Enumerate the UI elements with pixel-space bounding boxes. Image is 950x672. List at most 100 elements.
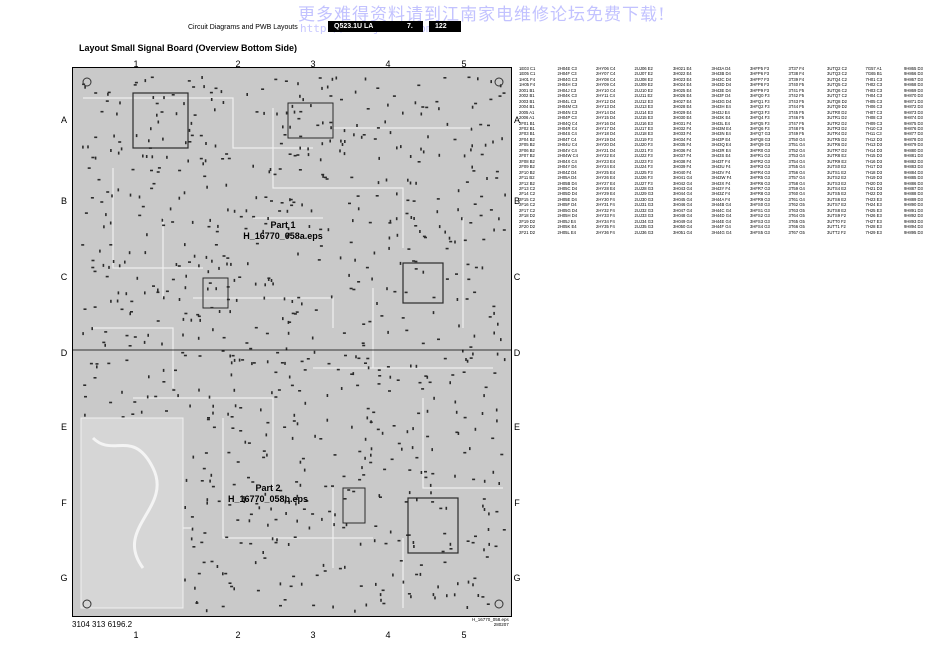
table-entry: 7H08 C3	[865, 115, 883, 121]
table-entry: 3H43T F4	[711, 158, 731, 164]
table-entry: 9H877 D3	[904, 131, 923, 137]
table-entry: 2HY21 D4	[596, 147, 616, 153]
row-label-left-f: F	[61, 498, 67, 508]
table-entry: 2HY18 D4	[596, 131, 616, 137]
header-model-box: Q523.1U LA	[328, 21, 410, 32]
table-entry: 2UJ17 E3	[634, 125, 653, 131]
table-entry: 3H040 F4	[673, 169, 692, 175]
table-entry: 1E05 C1	[519, 71, 536, 77]
row-label-left-c: C	[60, 272, 68, 282]
table-entry: 2HY33 F4	[596, 213, 615, 219]
table-entry: 3UTQ2 C2	[827, 66, 848, 71]
table-entry: 3T45 F5	[788, 109, 805, 115]
table-entry: 2HY10 C4	[596, 87, 616, 93]
table-entry: 2UJ15 E3	[634, 115, 653, 121]
table-entry: 2HY27 E4	[596, 180, 616, 186]
table-entry: 2UJ11 E2	[634, 93, 653, 99]
table-entry: 2H04N C3	[557, 109, 578, 115]
header-chapter-box: 7.	[401, 21, 423, 32]
table-entry: 9H873 D3	[904, 109, 923, 115]
table-entry: 2HY23 E4	[596, 158, 616, 164]
table-entry: 7H05 C3	[865, 98, 883, 104]
table-entry: 2HY26 E4	[596, 175, 616, 181]
table-entry: 2UJ07 E2	[634, 71, 653, 77]
table-entry: 2UJ24 F3	[634, 164, 653, 170]
table-entry: 3HFR2 G3	[750, 158, 771, 164]
row-label-left-a: A	[60, 115, 67, 125]
ic-7ha0	[402, 262, 444, 304]
table-entry: 2H04T C4	[557, 136, 577, 142]
table-entry: 3T43 F5	[788, 98, 805, 104]
table-entry: 2F11 B2	[519, 175, 535, 181]
table-entry: 3T67 G5	[788, 229, 805, 235]
table-entry: 3HFQ0 F3	[750, 93, 770, 99]
table-entry: 3T41 F5	[788, 87, 805, 93]
table-entry: 3H046 G4	[673, 202, 693, 208]
table-entry: 2H05H D4	[557, 213, 578, 219]
table-entry: 2F06 B2	[519, 147, 535, 153]
table-entry: 3H026 E4	[673, 93, 692, 99]
table-entry: 3H43M E4	[711, 125, 732, 131]
table-entry: 3HFR4 G3	[750, 169, 771, 175]
table-entry: 9H874 D3	[904, 115, 923, 121]
table-entry: 2HY25 E4	[596, 169, 616, 175]
col-label-bottom-4: 4	[385, 630, 391, 640]
table-entry: 2F04 B2	[519, 136, 535, 142]
table-entry: 3H044 G4	[673, 191, 693, 197]
table-entry: 3H045 G4	[673, 196, 693, 202]
table-entry: 2HY08 C4	[596, 76, 616, 82]
table-entry: 3T65 G5	[788, 218, 805, 224]
table-entry: 3H043 G4	[673, 185, 693, 191]
col-label-bottom-2: 2	[235, 630, 241, 640]
table-entry: 9H887 D3	[904, 185, 923, 191]
file-reference: H_16770_058.eps 280207	[472, 617, 509, 627]
table-entry: 3T57 G4	[788, 175, 805, 181]
table-entry: 3T38 F4	[788, 71, 805, 77]
table-entry: 2H04R C4	[557, 125, 578, 131]
table-entry: 9H866 D3	[904, 71, 923, 77]
table-entry: 2H05J E4	[557, 218, 576, 224]
part-1-ref: H_16770_058a.eps	[243, 231, 323, 241]
table-entry: 3UTQ4 C2	[827, 76, 848, 82]
ic-7g03	[132, 92, 189, 149]
table-entry: 3UTQ5 C2	[827, 82, 848, 88]
table-entry: 3H44D G4	[711, 213, 732, 219]
table-entry: 3UTR6 D2	[827, 142, 847, 148]
table-entry: 3H43A D4	[711, 66, 731, 71]
table-entry: 3H023 E4	[673, 76, 692, 82]
table-entry: 9H886 D3	[904, 180, 923, 186]
table-entry: 3UTT1 F2	[827, 224, 846, 230]
table-entry: 2H04S C4	[557, 131, 577, 137]
table-entry: 2001 B1	[519, 87, 535, 93]
table-entry: 2H05K E4	[557, 224, 577, 230]
table-entry: 7H10 C3	[865, 125, 883, 131]
table-entry: 2HY34 F4	[596, 218, 615, 224]
table-entry: 2HY12 D4	[596, 98, 616, 104]
header-model: Q523.1U LA	[334, 23, 374, 30]
table-entry: 2UJ28 G3	[634, 185, 654, 191]
ic-7h19	[287, 102, 334, 139]
table-entry: 3H047 G4	[673, 207, 693, 213]
table-entry: 3H049 G4	[673, 218, 693, 224]
col-label-bottom-3: 3	[310, 630, 316, 640]
table-entry: 3T50 G4	[788, 136, 805, 142]
table-entry: 9H875 D3	[904, 120, 923, 126]
table-entry: 2H04Q C4	[557, 120, 578, 126]
table-entry: 3T58 G4	[788, 180, 805, 186]
table-entry: 3H43X F4	[711, 180, 731, 186]
row-label-right-g: G	[513, 573, 521, 583]
table-entry: 3H041 G4	[673, 175, 693, 181]
table-entry: 3HFR6 G3	[750, 180, 771, 186]
part-1-label: Part 1 H_16770_058a.eps	[228, 220, 338, 242]
table-entry: 9H891 D3	[904, 207, 923, 213]
table-entry: 7H02 C3	[865, 82, 883, 88]
row-label-left-e: E	[60, 422, 67, 432]
table-entry: 3H034 F4	[673, 136, 692, 142]
table-entry: 2UJ06 E2	[634, 66, 653, 71]
table-entry: 9H870 D3	[904, 93, 923, 99]
table-entry: 7H25 E3	[865, 207, 882, 213]
table-entry: 2H04M C3	[557, 104, 578, 110]
table-entry: 3H43K E4	[711, 115, 731, 121]
